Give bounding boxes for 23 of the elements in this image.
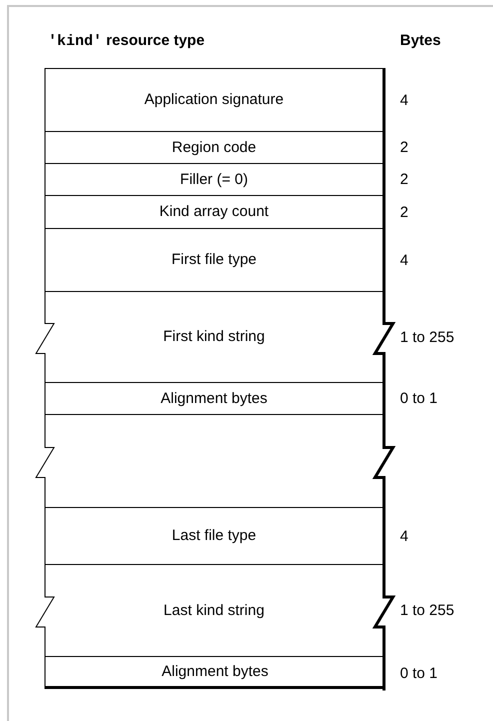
field-name: Region code <box>172 138 256 156</box>
byte-count: 2 <box>400 204 408 222</box>
byte-count: 4 <box>400 528 408 546</box>
field-name: Alignment bytes <box>162 662 268 680</box>
field-name: First kind string <box>163 328 265 346</box>
field-name: Alignment bytes <box>160 390 268 408</box>
byte-count: 0 to 1 <box>400 664 438 682</box>
field-name: Kind array count <box>159 203 269 221</box>
column-header: Bytes <box>400 32 441 50</box>
byte-count: 0 to 1 <box>400 390 438 408</box>
byte-count: 4 <box>400 92 408 110</box>
byte-count: 2 <box>400 171 408 189</box>
byte-count: 1 to 255 <box>400 328 454 346</box>
field-name: Last file type <box>172 527 256 545</box>
field-row <box>45 656 385 689</box>
field-name: Last kind string <box>164 602 264 620</box>
byte-count: 2 <box>400 139 408 157</box>
field-name: First file type <box>171 251 257 269</box>
byte-count: 4 <box>400 252 408 270</box>
byte-count: 1 to 255 <box>400 602 454 620</box>
diagram-title: 'kind' resource type <box>48 32 205 51</box>
field-name: Application signature <box>144 91 284 109</box>
field-name: Filler (= 0) <box>180 170 248 188</box>
